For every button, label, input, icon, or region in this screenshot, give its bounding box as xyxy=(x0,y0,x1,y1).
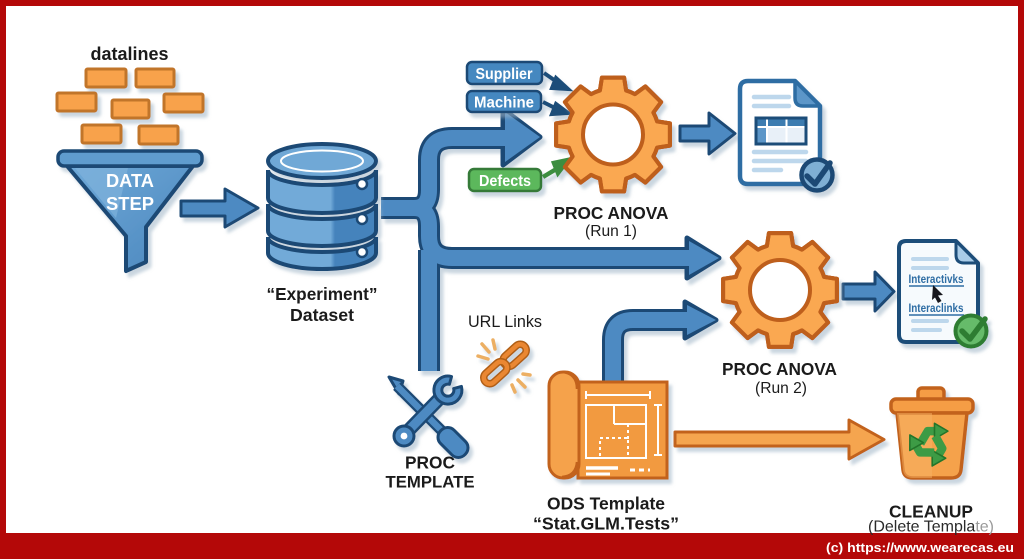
svg-text:Dataset: Dataset xyxy=(290,305,354,325)
svg-text:URL Links: URL Links xyxy=(468,313,542,331)
svg-text:datalines: datalines xyxy=(91,44,169,64)
svg-text:TEMPLATE: TEMPLATE xyxy=(386,473,475,492)
svg-text:(Run 1): (Run 1) xyxy=(585,223,637,240)
svg-text:PROC ANOVA: PROC ANOVA xyxy=(554,203,669,223)
svg-text:STEP: STEP xyxy=(106,194,154,214)
svg-text:Machine: Machine xyxy=(474,95,534,112)
svg-text:PROC ANOVA: PROC ANOVA xyxy=(722,359,837,379)
svg-text:DATA: DATA xyxy=(106,171,154,191)
svg-text:ODS Template: ODS Template xyxy=(547,494,665,514)
svg-text:(Delete Template): (Delete Template) xyxy=(868,518,994,536)
svg-text:Supplier: Supplier xyxy=(476,66,533,83)
svg-text:CLEANUP: CLEANUP xyxy=(889,502,973,522)
svg-text:“Experiment”: “Experiment” xyxy=(267,284,378,304)
svg-text:Interactivks: Interactivks xyxy=(909,274,964,286)
svg-text:(c) https://www.wearecas.eu: (c) https://www.wearecas.eu xyxy=(826,540,1014,555)
svg-text:Defects: Defects xyxy=(479,173,531,190)
svg-text:(Run 2): (Run 2) xyxy=(755,380,807,397)
svg-text:PROC: PROC xyxy=(405,453,455,473)
svg-text:“Stat.GLM.Tests”: “Stat.GLM.Tests” xyxy=(533,514,679,534)
svg-text:Interaclinks: Interaclinks xyxy=(909,303,964,315)
